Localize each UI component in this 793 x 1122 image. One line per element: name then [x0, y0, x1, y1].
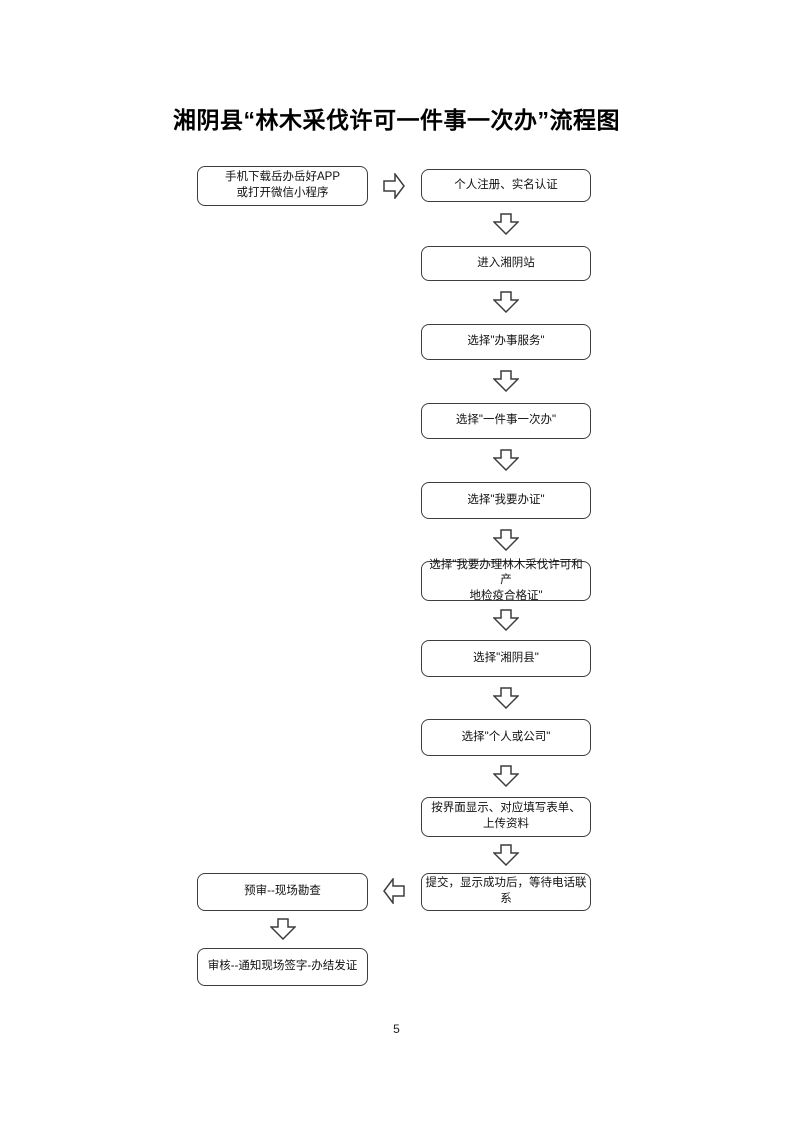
node-review-issue-cert: 审核--通知现场签字-办结发证 [197, 948, 368, 986]
down-arrow-icon [493, 529, 519, 551]
down-arrow-icon [493, 370, 519, 392]
node-select-service: 选择"办事服务" [421, 324, 591, 360]
node-select-one-thing-once: 选择"一件事一次办" [421, 403, 591, 439]
down-arrow-icon [493, 765, 519, 787]
node-select-xiangyin-county: 选择"湘阴县" [421, 640, 591, 677]
node-fill-form-upload: 按界面显示、对应填写表单、 上传资料 [421, 797, 591, 837]
node-register-realname: 个人注册、实名认证 [421, 169, 591, 202]
down-arrow-icon [270, 918, 296, 940]
down-arrow-icon [493, 687, 519, 709]
node-submit-wait-call: 提交，显示成功后，等待电话联系 [421, 873, 591, 911]
down-arrow-icon [493, 609, 519, 631]
node-select-timber-permit: 选择"我要办理林木采伐许可和产 地检疫合格证" [421, 559, 591, 602]
left-arrow-icon [383, 878, 405, 904]
down-arrow-icon [493, 291, 519, 313]
down-arrow-icon [493, 213, 519, 235]
down-arrow-icon [493, 844, 519, 866]
down-arrow-icon [493, 449, 519, 471]
node-enter-xiangyin-station: 进入湘阴站 [421, 246, 591, 281]
right-arrow-icon [383, 173, 405, 199]
node-preview-site-survey: 预审--现场勘查 [197, 873, 368, 911]
page-number: 5 [393, 1022, 400, 1036]
page-title: 湘阴县“林木采伐许可一件事一次办”流程图 [173, 107, 620, 133]
node-select-apply-cert: 选择"我要办证" [421, 482, 591, 519]
node-select-person-or-company: 选择"个人或公司" [421, 719, 591, 756]
node-download-app: 手机下载岳办岳好APP 或打开微信小程序 [197, 166, 368, 206]
